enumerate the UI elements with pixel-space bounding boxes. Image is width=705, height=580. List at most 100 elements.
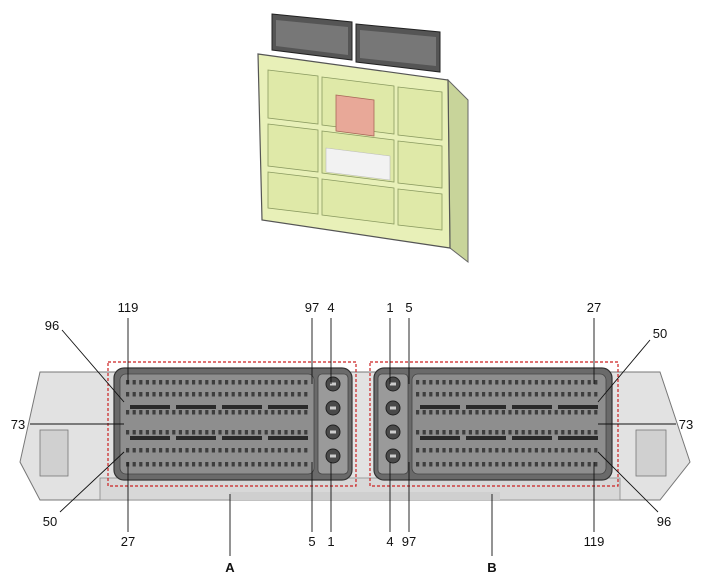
pin bbox=[145, 410, 149, 415]
pin bbox=[561, 380, 565, 385]
pin bbox=[139, 430, 143, 435]
pin bbox=[258, 410, 262, 415]
pin bbox=[574, 392, 578, 397]
pin bbox=[449, 410, 453, 415]
pin bbox=[152, 462, 156, 467]
pin bbox=[508, 392, 512, 397]
pin bbox=[495, 462, 499, 467]
pin bbox=[416, 410, 420, 415]
pin bbox=[581, 462, 585, 467]
pin bbox=[416, 430, 420, 435]
pin bbox=[594, 380, 598, 385]
pin bbox=[541, 430, 545, 435]
slot-bar bbox=[268, 405, 308, 409]
pin bbox=[271, 380, 275, 385]
pin bbox=[541, 448, 545, 453]
label-a-bottom-27: 27 bbox=[121, 534, 135, 549]
pin bbox=[508, 462, 512, 467]
pin bbox=[468, 430, 472, 435]
pin bbox=[198, 462, 202, 467]
pin bbox=[238, 392, 242, 397]
pin bbox=[277, 380, 281, 385]
pin bbox=[231, 380, 235, 385]
slot-bar bbox=[420, 436, 460, 440]
pin bbox=[271, 462, 275, 467]
pin bbox=[521, 448, 525, 453]
pin bbox=[304, 380, 308, 385]
pin bbox=[178, 462, 182, 467]
pin bbox=[501, 448, 505, 453]
pin bbox=[165, 380, 169, 385]
ecu-module bbox=[257, 13, 469, 264]
pin bbox=[528, 410, 532, 415]
pin bbox=[515, 410, 519, 415]
pin bbox=[258, 392, 262, 397]
slot-bar bbox=[222, 436, 262, 440]
pin bbox=[488, 448, 492, 453]
pin bbox=[185, 448, 189, 453]
pin bbox=[225, 448, 229, 453]
slot-bar bbox=[466, 436, 506, 440]
pin bbox=[258, 380, 262, 385]
pin bbox=[291, 448, 295, 453]
pin bbox=[297, 462, 301, 467]
pin bbox=[264, 392, 268, 397]
pin bbox=[145, 430, 149, 435]
connector-b-pins bbox=[385, 376, 598, 467]
pin bbox=[291, 392, 295, 397]
pin bbox=[475, 392, 479, 397]
pin bbox=[594, 448, 598, 453]
power-pin-contact bbox=[330, 406, 336, 410]
pin bbox=[297, 410, 301, 415]
pin bbox=[185, 430, 189, 435]
pin bbox=[501, 410, 505, 415]
pin bbox=[462, 380, 466, 385]
pin bbox=[264, 380, 268, 385]
pin bbox=[528, 380, 532, 385]
pin bbox=[152, 448, 156, 453]
pin bbox=[192, 448, 196, 453]
pin bbox=[192, 410, 196, 415]
pin bbox=[554, 430, 558, 435]
pin bbox=[297, 448, 301, 453]
pin bbox=[442, 430, 446, 435]
pin bbox=[264, 448, 268, 453]
pin bbox=[561, 410, 565, 415]
pin bbox=[422, 462, 426, 467]
pin bbox=[244, 430, 248, 435]
pin bbox=[587, 410, 591, 415]
pin bbox=[139, 448, 143, 453]
pin bbox=[205, 410, 209, 415]
pin bbox=[211, 448, 215, 453]
pin bbox=[515, 380, 519, 385]
pin bbox=[218, 392, 222, 397]
pin bbox=[244, 410, 248, 415]
pin bbox=[244, 448, 248, 453]
pin bbox=[251, 462, 255, 467]
pin bbox=[126, 392, 130, 397]
pin bbox=[534, 380, 538, 385]
pin bbox=[422, 410, 426, 415]
pin bbox=[541, 392, 545, 397]
label-a-bottom-5: 5 bbox=[308, 534, 315, 549]
pin bbox=[251, 380, 255, 385]
pin bbox=[581, 410, 585, 415]
pin bbox=[488, 430, 492, 435]
pin bbox=[462, 430, 466, 435]
pin bbox=[528, 462, 532, 467]
pin bbox=[587, 448, 591, 453]
pin bbox=[475, 430, 479, 435]
pin bbox=[501, 430, 505, 435]
pin bbox=[455, 430, 459, 435]
pin bbox=[501, 380, 505, 385]
pin bbox=[528, 430, 532, 435]
pin bbox=[172, 392, 176, 397]
label-a-top-97: 97 bbox=[305, 300, 319, 315]
pin bbox=[198, 380, 202, 385]
pin bbox=[548, 410, 552, 415]
pin bbox=[152, 392, 156, 397]
pin bbox=[284, 392, 288, 397]
pin bbox=[277, 410, 281, 415]
pin bbox=[462, 410, 466, 415]
slot-bar bbox=[268, 436, 308, 440]
